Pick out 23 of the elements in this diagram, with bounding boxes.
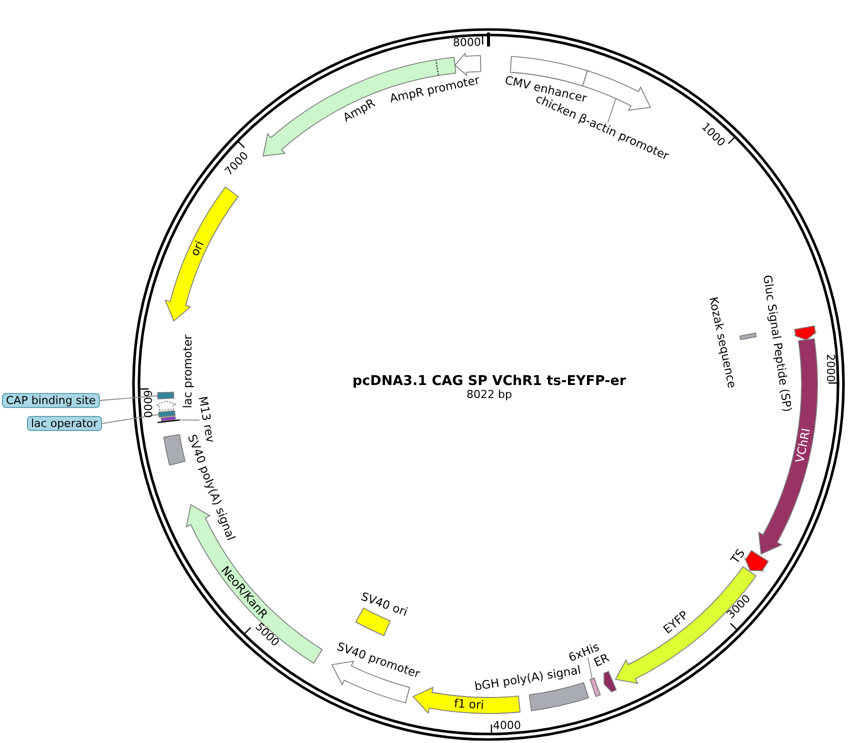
leader-line	[587, 656, 593, 680]
feature-callout: lac operator	[27, 416, 102, 431]
feature-label: lac promoter	[181, 334, 194, 408]
feature-label: bGH poly(A) signal	[473, 663, 582, 693]
feature-label: Kozak sequence	[706, 295, 738, 389]
feature-label: AmpR promoter	[388, 73, 480, 105]
tick-label: 4000	[492, 720, 521, 732]
feature-label: VChRI	[794, 428, 814, 464]
tick-label: 2000	[824, 354, 836, 382]
leader-line	[102, 414, 160, 424]
leader-line	[179, 420, 200, 421]
tick-label: 6000	[140, 390, 154, 418]
leader-line	[607, 98, 616, 123]
tick-label: 8000	[453, 36, 482, 50]
feature-label: f1 ori	[454, 697, 484, 712]
map-title: pcDNA3.1 CAG SP VChR1 ts-EYFP-er	[352, 373, 626, 389]
feature-label: SV40 ori	[359, 590, 410, 618]
leader-line	[100, 395, 158, 401]
sequence-length: 8022 bp	[466, 388, 512, 400]
feature-label: Gluc Signal Peptide (SP)	[760, 274, 794, 412]
feature-label: TS	[728, 546, 748, 566]
feature-callout: CAP binding site	[2, 393, 100, 408]
feature-label: ori	[188, 239, 207, 258]
